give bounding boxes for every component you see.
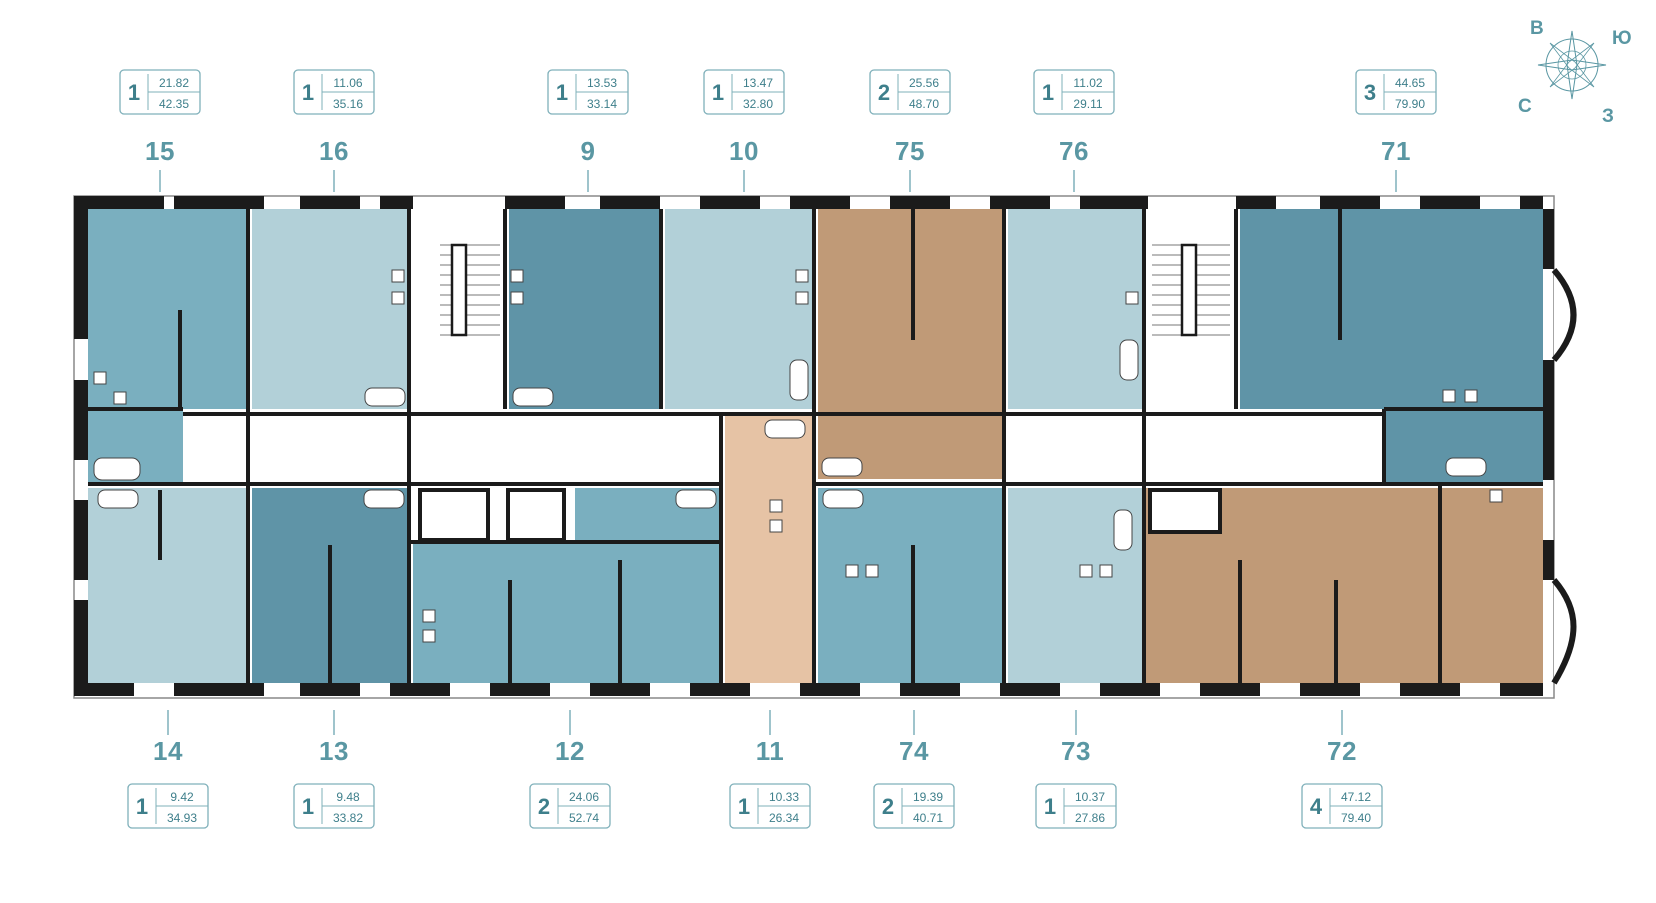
living-area: 9.48 [336,790,360,804]
bottom-apartment-label[interactable]: 1 10.37 27.86 73 [1035,710,1117,829]
room-count: 1 [1042,80,1054,105]
total-area: 40.71 [913,811,943,825]
top-apartment-label[interactable]: 1 11.02 29.11 76 [1033,69,1115,192]
room-count: 1 [302,80,314,105]
apartment-71[interactable] [1240,209,1543,409]
stair-rail-left [450,243,468,337]
total-area: 26.34 [769,811,799,825]
top-apartment-label[interactable]: 3 44.65 79.90 71 [1355,69,1437,192]
top-apartment-label[interactable]: 1 11.06 35.16 16 [293,69,375,192]
living-area: 21.82 [159,76,189,90]
total-area: 27.86 [1075,811,1105,825]
compass-label-north: В [1530,18,1544,39]
room-count: 1 [712,80,724,105]
living-area: 25.56 [909,76,939,90]
elevator-1 [418,488,490,542]
living-area: 9.42 [170,790,194,804]
total-area: 35.16 [333,97,363,111]
total-area: 42.35 [159,97,189,111]
living-area: 11.06 [333,76,362,90]
living-area: 10.37 [1075,790,1105,804]
corridor-walls [183,412,1384,486]
room-count: 2 [538,794,550,819]
compass-label-east: Ю [1612,28,1632,49]
total-area: 52.74 [569,811,599,825]
apartment-number: 10 [729,136,759,166]
apartment-number: 76 [1059,136,1089,166]
apartment-number: 13 [319,736,349,766]
apartment-number: 75 [895,136,925,166]
fixtures [93,269,1503,643]
elevator-2 [506,488,566,542]
bottom-apartment-label[interactable]: 2 19.39 40.71 74 [873,710,955,829]
apartment-number: 14 [153,736,183,766]
bathtubs [93,339,1487,551]
apartment-16[interactable] [252,209,409,409]
compass-rose-icon [1537,30,1607,100]
top-apartment-label[interactable]: 1 13.53 33.14 9 [547,69,629,192]
interior-walls [88,209,1543,683]
apartment-number: 12 [555,736,585,766]
apartment-number: 71 [1381,136,1411,166]
total-area: 48.70 [909,97,939,111]
apartment-10[interactable] [665,209,814,409]
compass-label-west: С [1518,96,1532,117]
room-count: 1 [302,794,314,819]
apartment-number: 15 [145,136,175,166]
apartment-number: 9 [581,136,596,166]
total-area: 79.90 [1395,97,1425,111]
total-area: 33.14 [587,97,617,111]
room-count: 2 [878,80,890,105]
room-count: 3 [1364,80,1376,105]
bottom-apartment-label[interactable]: 4 47.12 79.40 72 [1301,710,1383,829]
room-count: 2 [882,794,894,819]
apartment-11[interactable] [725,414,813,683]
apartment-15[interactable] [88,209,248,409]
bay-window-top [1551,268,1577,362]
stairs-left [440,244,500,336]
top-apartment-label[interactable]: 1 21.82 42.35 15 [119,69,201,192]
total-area: 32.80 [743,97,773,111]
stair-rail-right [1180,243,1198,337]
apartment-number: 11 [756,736,785,766]
living-area: 19.39 [913,790,943,804]
living-area: 44.65 [1395,76,1425,90]
living-area: 11.02 [1073,76,1102,90]
bottom-apartment-label[interactable]: 1 10.33 26.34 11 [729,710,811,829]
apartment-9[interactable] [509,209,661,409]
apartment-14[interactable] [88,488,248,683]
total-area: 79.40 [1341,811,1371,825]
bottom-apartment-label[interactable]: 2 24.06 52.74 12 [529,710,611,829]
room-count: 1 [1044,794,1056,819]
room-count: 1 [128,80,140,105]
living-area: 47.12 [1341,790,1371,804]
living-area: 24.06 [569,790,599,804]
exterior-walls [74,196,1554,696]
total-area: 34.93 [167,811,197,825]
apartment-12[interactable] [413,542,721,683]
total-area: 33.82 [333,811,363,825]
total-area: 29.11 [1073,97,1102,111]
bay-window-bottom [1551,578,1577,685]
top-apartment-label[interactable]: 1 13.47 32.80 10 [703,69,785,192]
room-count: 1 [738,794,750,819]
bottom-apartment-label[interactable]: 1 9.42 34.93 14 [127,710,209,829]
apartment-number: 72 [1327,736,1357,766]
apartment-number: 16 [319,136,349,166]
compass-label-south: З [1602,106,1614,127]
room-count: 4 [1310,794,1323,819]
top-apartment-label[interactable]: 2 25.56 48.70 75 [869,69,951,192]
apartment-number: 74 [899,736,929,766]
apartment-number: 73 [1061,736,1091,766]
living-area: 10.33 [769,790,799,804]
room-count: 1 [136,794,148,819]
living-area: 13.47 [743,76,773,90]
living-area: 13.53 [587,76,617,90]
bottom-apartment-label[interactable]: 1 9.48 33.82 13 [293,710,375,829]
elevator-3 [1148,488,1222,534]
room-count: 1 [556,80,568,105]
